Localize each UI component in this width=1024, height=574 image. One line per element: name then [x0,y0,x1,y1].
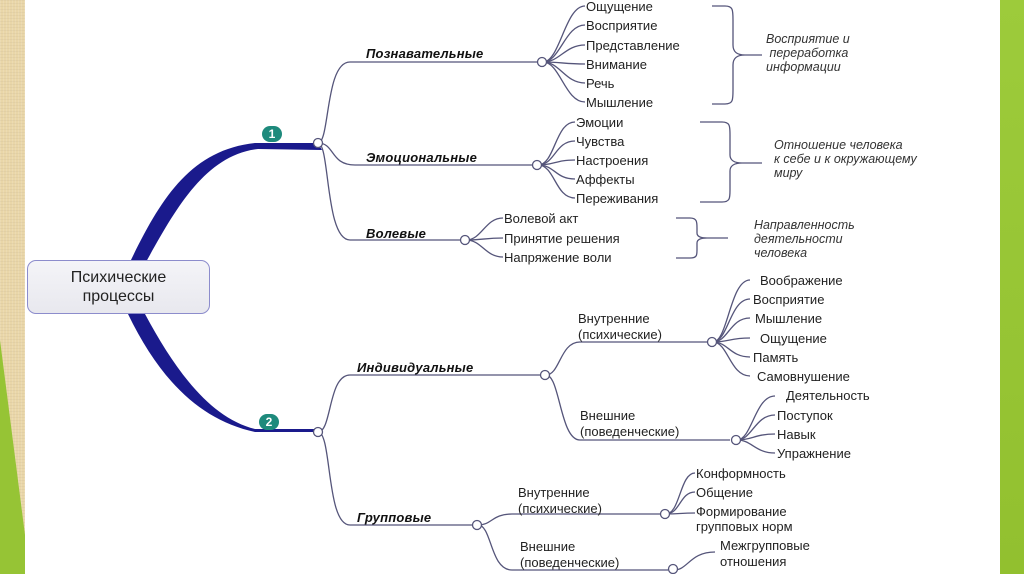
note-cognitive: Восприятие и переработка информации [766,32,850,74]
trunk-2 [128,314,318,432]
leaf-item[interactable]: Эмоции [576,115,624,130]
leaf-item[interactable]: Напряжение воли [504,250,612,265]
leaf-item[interactable]: Конформность [696,466,786,481]
leaf-item[interactable]: Аффекты [576,172,635,187]
leaf-item[interactable]: Формирование групповых норм [696,504,793,534]
right-margin [985,0,1000,574]
leaf-item[interactable]: Межгрупповые отношения [720,538,810,569]
note-emotional: Отношение человека к себе и к окружающем… [774,138,917,180]
leaf-item[interactable]: Восприятие [586,18,658,33]
leaf-item[interactable]: Речь [586,76,615,91]
note-volitional: Направленность деятельности человека [754,218,855,260]
leaf-item[interactable]: Переживания [576,191,659,206]
leaf-item[interactable]: Память [753,350,799,365]
node-knob [706,336,718,348]
subgroup-external[interactable]: Внешние (поведенческие) [520,539,620,570]
leaf-item[interactable]: Ощущение [760,331,827,346]
leaf-item[interactable]: Принятие решения [504,231,620,246]
left-green-triangle [0,340,25,574]
right-green-bar [1000,0,1024,574]
node-knob [730,434,742,446]
leaf-item[interactable]: Самовнушение [757,369,850,384]
leaf-item[interactable]: Навык [777,427,816,442]
subgroup-internal[interactable]: Внутренние (психические) [578,311,662,342]
branch-2-badge: 2 [259,414,279,430]
subgroup-external[interactable]: Внешние (поведенческие) [580,408,680,439]
leaf-item[interactable]: Внимание [586,57,647,72]
leaf-item[interactable]: Настроения [576,153,649,168]
node-knob [459,234,471,246]
category-emotional[interactable]: Эмоциональные [366,150,478,165]
subgroup-internal[interactable]: Внутренние (психические) [518,485,602,516]
category-volitional[interactable]: Волевые [366,226,427,241]
leaf-item[interactable]: Ощущение [586,0,653,14]
leaf-item[interactable]: Мышление [586,95,654,110]
leaf-item[interactable]: Общение [696,485,754,500]
root-node[interactable]: Психические процессы [27,260,210,314]
leaf-item[interactable]: Деятельность [786,388,870,403]
node-knob [667,563,679,574]
leaf-item[interactable]: Упражнение [777,446,851,461]
branch-1-badge: 1 [262,126,282,142]
category-group[interactable]: Групповые [357,510,432,525]
node-knob [659,508,671,520]
leaf-item[interactable]: Воображение [760,273,843,288]
leaf-item[interactable]: Мышление [755,311,823,326]
leaf-item[interactable]: Волевой акт [504,211,579,226]
leaf-item[interactable]: Восприятие [753,292,825,307]
node-knob [471,519,483,531]
node-knob [536,56,548,68]
node-knob [539,369,551,381]
trunk-1 [130,143,322,262]
node-knob [531,159,543,171]
leaf-item[interactable]: Чувства [576,134,625,149]
node-knob [312,426,324,438]
node-knob [312,137,324,149]
leaf-item[interactable]: Представление [586,38,680,53]
category-individual[interactable]: Индивидуальные [357,360,474,375]
leaf-item[interactable]: Поступок [777,408,833,423]
category-cognitive[interactable]: Познавательные [366,46,484,61]
